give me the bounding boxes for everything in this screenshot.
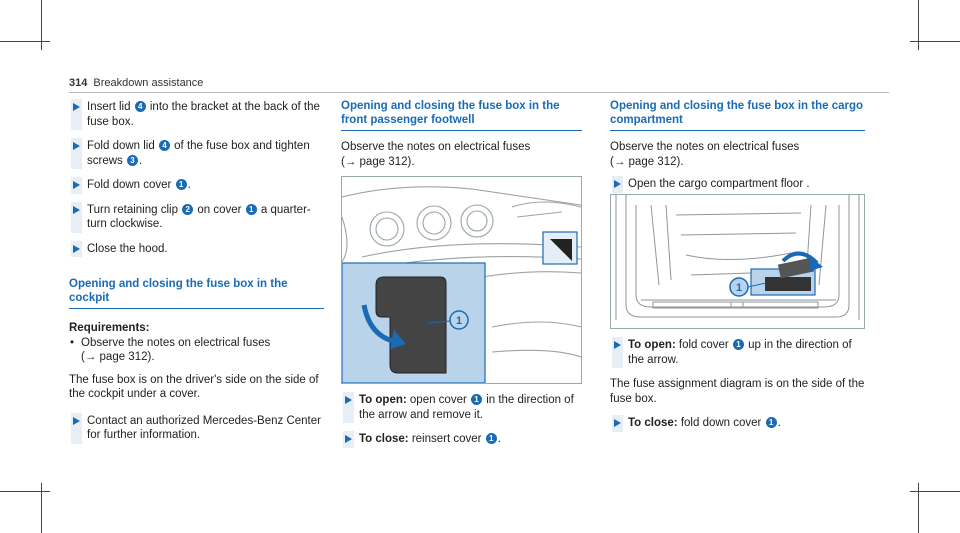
step-turn-clip: Turn retaining clip 2 on cover 1 a quart…: [69, 201, 324, 233]
callout-badge: 1: [485, 433, 497, 444]
step-insert-lid: Insert lid 4 into the bracket at the bac…: [69, 99, 324, 130]
intro-text: Observe the notes on electrical fuses (→…: [341, 141, 531, 168]
step-arrow-icon: [614, 419, 621, 427]
header-rule: [69, 92, 889, 93]
crop-mark: [910, 41, 960, 42]
column-3-steps: To open: fold cover 1 up in the directio…: [610, 337, 865, 441]
figure-callout: 1: [736, 282, 742, 294]
crop-mark: [910, 491, 960, 492]
running-header: 314 Breakdown assistance: [69, 77, 203, 89]
body-text: The fuse assignment diagram is on the si…: [610, 378, 865, 405]
section-title: Breakdown assistance: [93, 77, 204, 89]
callout-badge: 2: [182, 203, 194, 215]
callout-badge: 4: [134, 101, 146, 112]
body-text: The fuse box is on the driver's side on …: [69, 373, 319, 401]
crop-mark: [41, 483, 42, 533]
step-open-cover: To open: open cover 1 in the direction o…: [341, 392, 582, 423]
step-close-hood: Close the hood.: [69, 240, 324, 257]
step-fold-lid: Fold down lid 4 of the fuse box and tigh…: [69, 138, 324, 169]
step-fold-cover: Fold down cover 1.: [69, 177, 324, 193]
callout-badge: 1: [732, 339, 744, 350]
step-arrow-icon: [73, 205, 80, 214]
crop-mark: [0, 41, 50, 42]
section-heading: Opening and closing the fuse box in the …: [341, 100, 582, 131]
crop-mark: [0, 491, 50, 492]
step-contact: Contact an authorized Mercedes-Benz Cent…: [69, 412, 324, 444]
callout-badge: 3: [126, 154, 138, 166]
section-heading: Opening and closing the fuse box in the …: [610, 100, 865, 131]
callout-badge: 1: [765, 417, 777, 428]
column-2-steps: To open: open cover 1 in the direction o…: [341, 392, 582, 457]
step-open-floor: Open the cargo compartment floor .: [610, 176, 865, 192]
column-3: Opening and closing the fuse box in the …: [610, 100, 865, 202]
step-fold-cover-up: To open: fold cover 1 up in the directio…: [610, 337, 865, 368]
callout-badge: 1: [245, 203, 257, 215]
page-number: 314: [69, 77, 88, 89]
callout-badge: 1: [471, 394, 482, 405]
callout-badge: 4: [158, 140, 170, 151]
step-fold-cover-down: To close: fold down cover 1.: [610, 415, 865, 431]
footwell-fuse-figure: 1: [341, 176, 582, 384]
footwell-illustration: 1: [342, 186, 581, 383]
step-close-cover: To close: reinsert cover 1.: [341, 431, 582, 447]
step-arrow-icon: [73, 103, 80, 111]
column-2: Opening and closing the fuse box in the …: [341, 100, 582, 177]
step-arrow-icon: [73, 244, 80, 253]
crop-mark: [41, 0, 42, 50]
step-arrow-icon: [345, 396, 352, 404]
column-1: Insert lid 4 into the bracket at the bac…: [69, 99, 324, 453]
callout-badge: 1: [175, 179, 187, 190]
cargo-illustration: 1: [615, 195, 860, 320]
crop-mark: [918, 0, 919, 50]
step-arrow-icon: [73, 142, 80, 150]
step-arrow-icon: [73, 416, 80, 425]
step-arrow-icon: [73, 181, 80, 189]
requirements-label: Requirements:: [69, 322, 150, 334]
cargo-fuse-figure: 1: [610, 194, 865, 329]
crop-mark: [918, 483, 919, 533]
figure-callout: 1: [456, 315, 462, 327]
step-arrow-icon: [614, 341, 621, 349]
intro-text: Observe the notes on electrical fuses (→…: [610, 141, 800, 168]
section-heading: Opening and closing the fuse box in the …: [69, 278, 324, 309]
step-arrow-icon: [345, 435, 352, 443]
step-arrow-icon: [614, 180, 621, 188]
requirement-item: Observe the notes on electrical fuses (→…: [69, 336, 324, 365]
